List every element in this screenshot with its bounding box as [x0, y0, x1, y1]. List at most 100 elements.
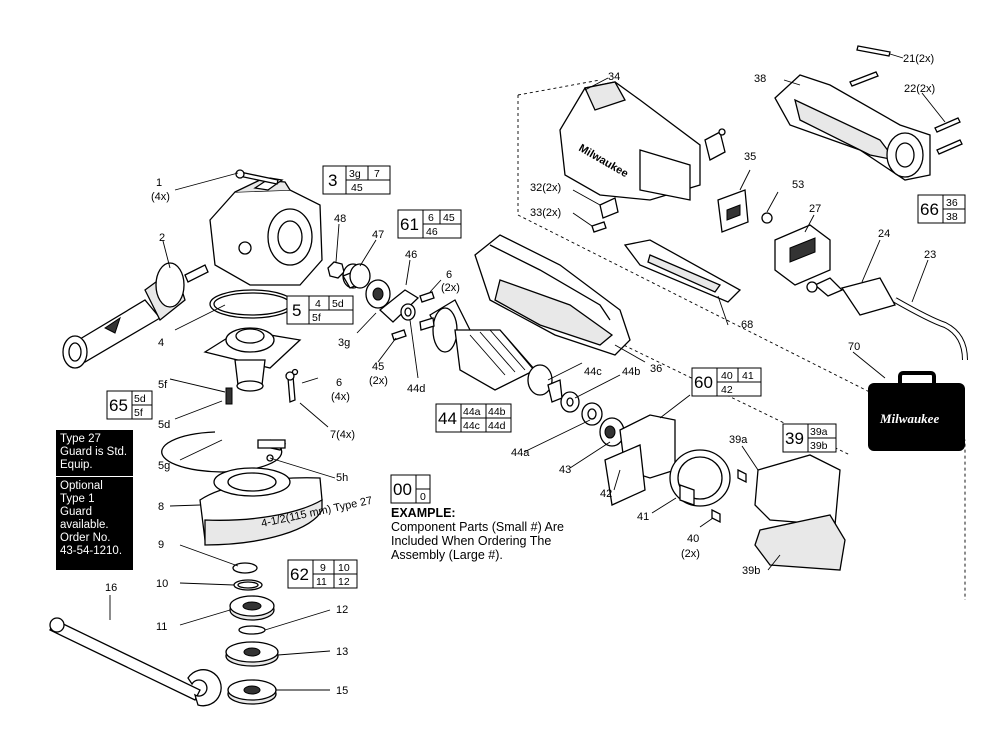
svg-text:3g: 3g — [349, 168, 361, 180]
svg-text:39a: 39a — [810, 426, 828, 438]
svg-text:11: 11 — [316, 576, 327, 588]
guard-note-standard: Type 27 Guard is Std. Equip. — [60, 433, 128, 471]
bearing-plate-assembly — [203, 327, 302, 405]
assembly-box-66: 66 36 38 — [917, 194, 966, 224]
svg-text:7: 7 — [374, 168, 380, 180]
bearing — [342, 263, 371, 289]
screw — [591, 221, 607, 233]
field-housing — [474, 234, 631, 356]
callout-8: 8 — [158, 501, 164, 513]
callout-16: 16 — [105, 582, 117, 594]
assembly-box-65: 65 5d 5f — [106, 390, 153, 420]
leader-lines — [109, 53, 946, 691]
callout-53: 53 — [792, 179, 804, 191]
svg-text:39b: 39b — [810, 440, 828, 452]
callout-44b: 44b — [622, 366, 640, 378]
switch-terminal — [704, 131, 726, 161]
side-handle — [62, 262, 209, 369]
callout-40: 40 — [687, 533, 699, 545]
guard-note-optional: Optional Type 1 Guard available. Order N… — [60, 480, 123, 557]
svg-text:5f: 5f — [312, 312, 321, 324]
svg-text:65: 65 — [109, 396, 128, 415]
callout-24: 24 — [878, 228, 890, 240]
callout-6: 6 — [336, 377, 342, 389]
case-logo: Milwaukee — [879, 411, 939, 426]
svg-text:62: 62 — [290, 565, 309, 584]
callout-45: 45 — [372, 361, 384, 373]
assembly-box-39: 39 39a 39b — [782, 423, 837, 453]
callout-5h: 5h — [336, 472, 348, 484]
brush — [711, 508, 721, 524]
callout-1-qty: (4x) — [151, 191, 170, 203]
example-text: Component Parts (Small #) Are Included W… — [391, 520, 564, 562]
callout-39a: 39a — [729, 434, 748, 446]
svg-text:61: 61 — [400, 215, 419, 234]
svg-text:0: 0 — [420, 491, 426, 503]
callout-32: 32(2x) — [530, 182, 561, 194]
carrying-case: Milwaukee — [868, 371, 965, 451]
callout-21: 21(2x) — [903, 53, 934, 65]
callout-48: 48 — [334, 213, 346, 225]
callout-5g: 5g — [158, 460, 170, 472]
assembly-boundary — [517, 79, 966, 600]
motor-housing: Milwaukee — [559, 81, 701, 201]
svg-text:39: 39 — [785, 429, 804, 448]
example-heading: EXAMPLE: — [391, 506, 456, 520]
svg-text:4: 4 — [315, 298, 321, 310]
bearing-retainer — [379, 289, 420, 323]
screw — [419, 291, 435, 303]
callout-6b-qty: (2x) — [441, 282, 460, 294]
cord-set — [806, 277, 968, 361]
rear-cover — [774, 74, 931, 181]
armature — [419, 299, 563, 403]
svg-text:5d: 5d — [332, 298, 344, 310]
svg-text:46: 46 — [426, 226, 438, 238]
assembly-box-5: 5 4 5d 5f — [286, 295, 354, 325]
callout-22: 22(2x) — [904, 83, 935, 95]
callout-41: 41 — [637, 511, 649, 523]
lock-nut — [227, 679, 277, 705]
svg-text:5f: 5f — [134, 407, 143, 419]
callout-1: 1 — [156, 177, 162, 189]
callout-40-qty: (2x) — [681, 548, 700, 560]
guard-clamp — [161, 431, 287, 473]
callout-46: 46 — [405, 249, 417, 261]
spanner-wrench — [49, 617, 222, 707]
callout-11: 11 — [156, 621, 167, 633]
callout-70: 70 — [848, 341, 860, 353]
callout-5f: 5f — [158, 379, 168, 391]
example-box: 00 0 — [390, 474, 431, 504]
handle-cover-upper — [754, 454, 841, 526]
callout-38: 38 — [754, 73, 766, 85]
svg-text:45: 45 — [351, 182, 363, 194]
svg-text:44: 44 — [438, 409, 457, 428]
screw — [936, 139, 963, 155]
svg-text:44b: 44b — [488, 406, 506, 418]
callout-36: 36 — [650, 363, 662, 375]
callout-39b: 39b — [742, 565, 760, 577]
svg-text:42: 42 — [721, 384, 733, 396]
screw — [391, 329, 407, 341]
callout-44d: 44d — [407, 383, 425, 395]
svg-text:5d: 5d — [134, 393, 146, 405]
inner-flange — [229, 595, 275, 621]
svg-text:41: 41 — [742, 370, 754, 382]
screw — [856, 45, 891, 57]
svg-text:36: 36 — [946, 197, 958, 209]
gear-case — [209, 177, 323, 286]
svg-text:12: 12 — [338, 576, 350, 588]
screw — [934, 117, 961, 133]
callout-6b: 6 — [446, 269, 452, 281]
nut — [761, 212, 773, 224]
switch-clip — [599, 197, 619, 219]
svg-text:40: 40 — [721, 370, 733, 382]
svg-text:9: 9 — [320, 562, 326, 574]
callout-12: 12 — [336, 604, 348, 616]
callout-2: 2 — [159, 232, 165, 244]
svg-text:3: 3 — [328, 171, 337, 190]
callout-47: 47 — [372, 229, 384, 241]
callout-7: 7(4x) — [330, 429, 355, 441]
svg-text:6: 6 — [428, 212, 434, 224]
guard-note: Type 27 Guard is Std. Equip. Optional Ty… — [56, 430, 133, 570]
callout-35: 35 — [744, 151, 756, 163]
